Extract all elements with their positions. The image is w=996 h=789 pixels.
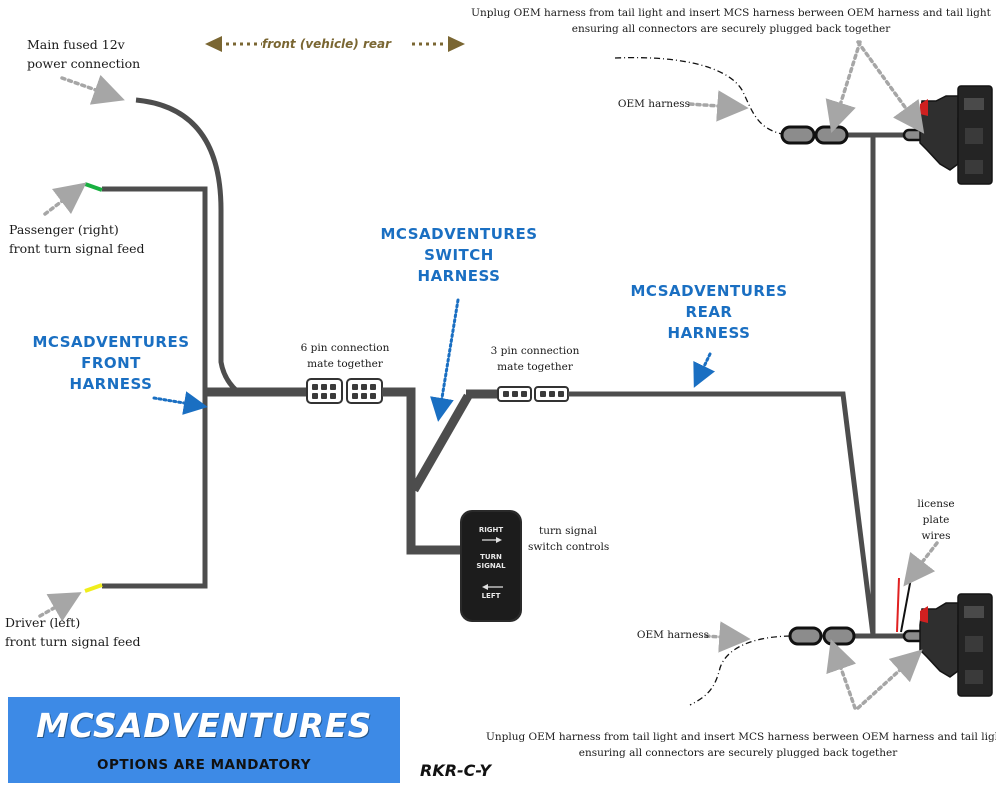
driver-feed-label: Driver (left) front turn signal feed <box>5 615 141 649</box>
switch-controls-label: turn signal switch controls <box>528 525 610 553</box>
harness-callout-arrows <box>152 298 716 422</box>
oem-harness-label-top: OEM harness <box>617 98 691 110</box>
rear-harness <box>568 132 905 639</box>
passenger-wire-green-tip <box>84 182 103 192</box>
brand-tagline: OPTIONS ARE MANDATORY <box>97 757 311 773</box>
front-harness-label: MCSADVENTURES FRONT HARNESS <box>32 333 190 393</box>
three-pin-connector <box>497 386 569 402</box>
six-pin-connector <box>306 378 383 404</box>
switch-harness-label: MCSADVENTURES SWITCH HARNESS <box>380 225 538 285</box>
rear-arrowhead-icon <box>448 36 465 52</box>
oval-connectors <box>780 125 929 646</box>
power-connection-label: Main fused 12v power connection <box>27 37 141 71</box>
six-pin-label: 6 pin connection mate together <box>300 342 390 370</box>
switch-harness <box>382 387 498 555</box>
oem-harness-wire-bottom <box>689 635 791 706</box>
tail-light-top <box>919 85 993 185</box>
three-pin-label: 3 pin connection mate together <box>490 345 580 373</box>
callout-arrows <box>38 40 939 710</box>
direction-arrow <box>205 36 465 52</box>
direction-label: front (vehicle) rear <box>262 37 392 51</box>
switch-left-text: LEFT <box>481 592 501 600</box>
tail-light-bottom <box>919 593 993 697</box>
power-wire <box>135 97 240 394</box>
switch-right-text: RIGHT <box>478 526 504 534</box>
oem-harness-wire-top <box>614 56 783 135</box>
switch-turn-signal-text: TURN SIGNAL <box>476 553 506 570</box>
license-wire-black <box>900 577 912 633</box>
front-arrowhead-icon <box>205 36 222 52</box>
unplug-instructions-bottom: Unplug OEM harness from tail light and i… <box>486 731 996 759</box>
turn-signal-rocker-switch <box>460 510 522 622</box>
rear-harness-label: MCSADVENTURES REAR HARNESS <box>630 282 788 342</box>
part-code: RKR-C-Y <box>420 761 491 780</box>
license-wire-red <box>896 577 900 633</box>
brand-banner: MCSADVENTURES OPTIONS ARE MANDATORY <box>8 697 400 783</box>
driver-wire-yellow-tip <box>84 583 103 593</box>
license-plate-label: license plate wires <box>917 498 955 542</box>
oem-harness-label-bottom: OEM harness <box>636 629 710 641</box>
unplug-instructions-top: Unplug OEM harness from tail light and i… <box>471 7 991 35</box>
passenger-feed-label: Passenger (right) front turn signal feed <box>9 222 145 256</box>
brand-name: MCSADVENTURES <box>36 706 372 745</box>
